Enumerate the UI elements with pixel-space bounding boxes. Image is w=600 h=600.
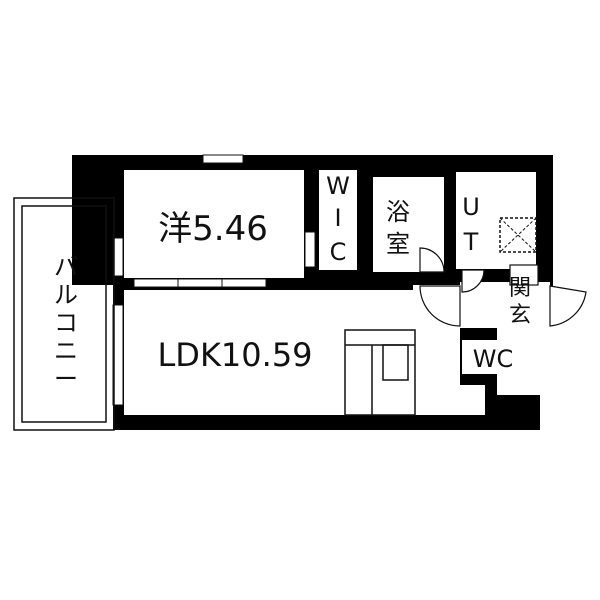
bath-label-1: 浴 xyxy=(386,198,410,226)
shoe-box xyxy=(509,264,539,286)
bath-door-swing xyxy=(419,247,445,273)
balcony-label-5: ー xyxy=(54,365,78,393)
western-room-label: 洋5.46 xyxy=(158,209,268,249)
toilet-floor xyxy=(462,340,524,374)
door-swings xyxy=(419,247,587,327)
utility-door-swing xyxy=(461,269,485,293)
room-interiors xyxy=(124,170,550,415)
top-window xyxy=(202,154,244,164)
western-left-window xyxy=(112,237,124,277)
balcony-outer xyxy=(13,197,115,431)
wic-floor xyxy=(319,170,357,270)
toilet-label: WC xyxy=(473,345,514,373)
sliding-doors xyxy=(133,278,267,288)
wic-window xyxy=(304,231,316,268)
kitchen-sink xyxy=(382,344,409,381)
balcony-inner xyxy=(21,205,107,423)
balcony-label-2: ル xyxy=(54,281,78,309)
entrance-label-2: 玄 xyxy=(509,303,531,328)
entrance-door-swing-right xyxy=(549,285,587,327)
room-labels: 洋5.46 W I C 浴 室 U T LDK10.59 関 玄 WC バ ル … xyxy=(54,172,531,393)
western-room-floor xyxy=(124,170,304,278)
bath-label-2: 室 xyxy=(386,230,410,258)
ldk-left-window xyxy=(112,304,124,406)
balcony-label-3: コ xyxy=(54,309,78,337)
entrance-label-1: 関 xyxy=(509,276,531,301)
wic-label-w: W xyxy=(326,172,350,200)
kitchen xyxy=(344,329,416,416)
balcony-label-4: ニ xyxy=(54,337,78,365)
utility-label-t: T xyxy=(463,228,479,256)
utility-label-u: U xyxy=(462,193,480,221)
balcony-label-1: バ xyxy=(54,253,78,281)
wic-label-i: I xyxy=(334,204,341,232)
entrance-door-swing-left xyxy=(419,285,461,327)
wic-label-c: C xyxy=(330,238,347,266)
entrance-floor xyxy=(460,282,550,328)
windows xyxy=(112,154,316,406)
ldk-label: LDK10.59 xyxy=(157,336,312,374)
washing-machine-spot xyxy=(499,217,537,253)
balcony xyxy=(13,197,115,431)
